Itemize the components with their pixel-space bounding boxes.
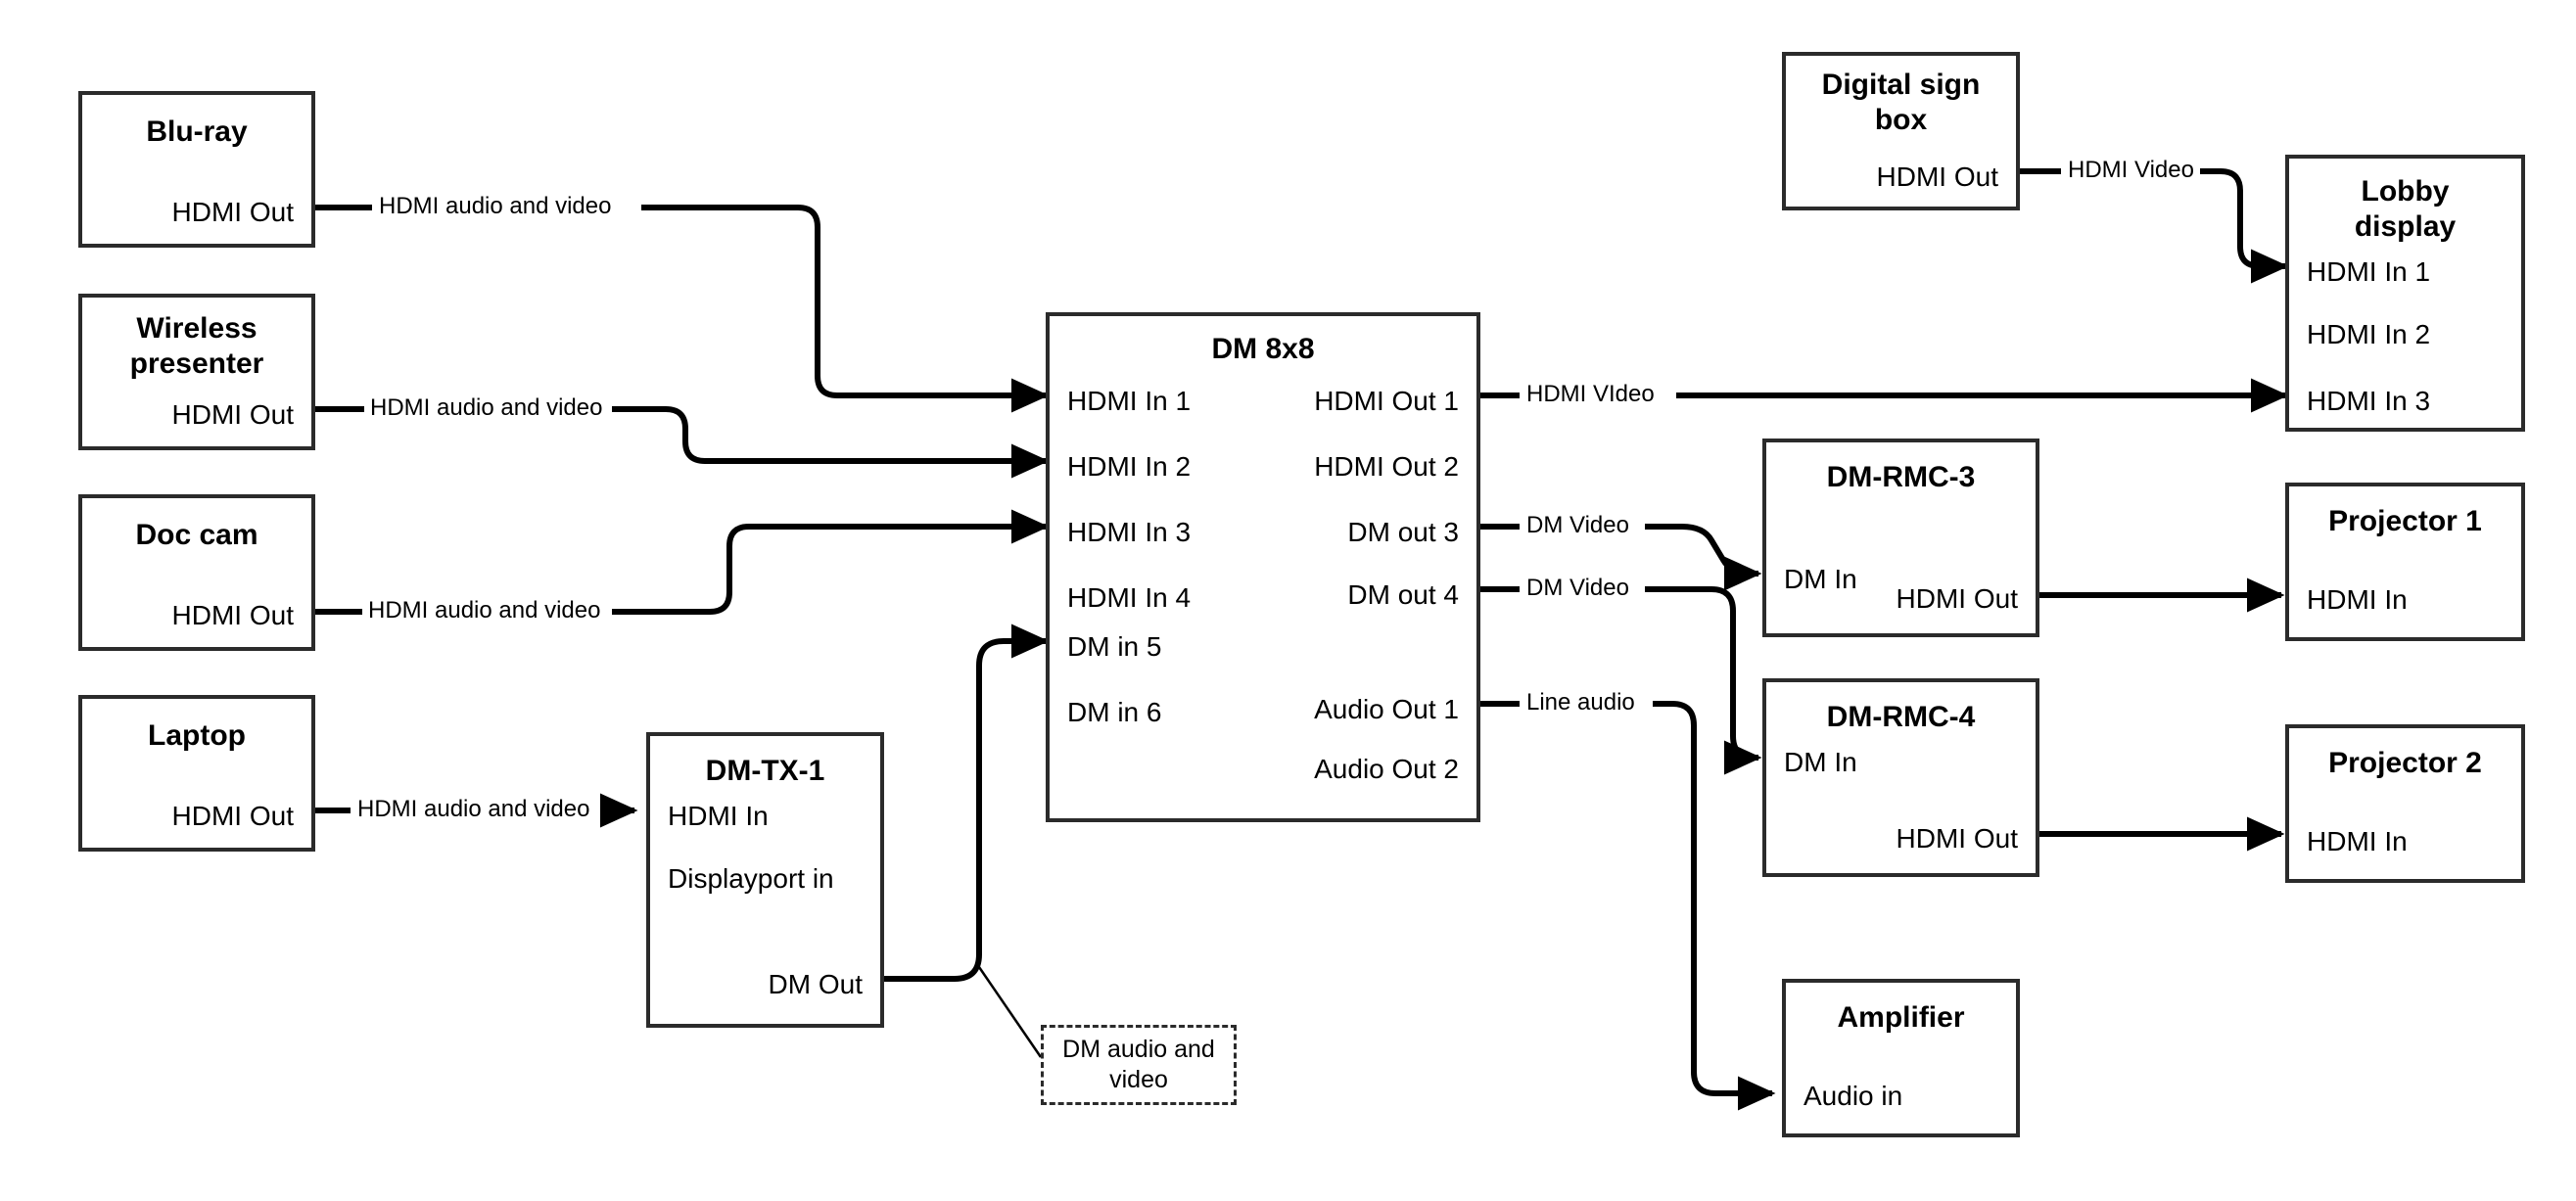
- edge-label-sign-to-lobby: HDMI Video: [2062, 159, 2200, 182]
- node-dm-rmc-4[interactable]: DM-RMC-4 DM In HDMI Out: [1762, 678, 2039, 877]
- edge-label-bluray-to-dm: HDMI audio and video: [373, 195, 618, 218]
- node-lobby-display-input-hdmi-in-3[interactable]: HDMI In 3: [2307, 386, 2431, 416]
- node-dm-rmc-3-port-dm-in[interactable]: DM In: [1784, 564, 1857, 594]
- node-projector-2-port-hdmi-in[interactable]: HDMI In: [2307, 826, 2408, 856]
- node-laptop-title: Laptop: [148, 719, 246, 752]
- callout-leader-line: [977, 966, 1043, 1058]
- node-bluray-title: Blu-ray: [146, 115, 248, 148]
- edge-label-dm-audio1-to-amp: Line audio: [1521, 691, 1641, 715]
- node-dm-tx-1-port-hdmi-in[interactable]: HDMI In: [668, 801, 769, 831]
- node-wireless-presenter[interactable]: Wireless presenter HDMI Out: [78, 294, 315, 450]
- node-amplifier-title: Amplifier: [1837, 1001, 1965, 1034]
- node-lobby-display-title-line2: display: [2354, 210, 2457, 243]
- node-digital-sign-box-title-line1: Digital sign: [1821, 69, 1981, 101]
- node-dm-rmc-3-title: DM-RMC-3: [1826, 461, 1976, 493]
- node-lobby-display-title-line1: Lobby: [2361, 175, 2450, 208]
- node-lobby-display-input-hdmi-in-2[interactable]: HDMI In 2: [2307, 319, 2431, 349]
- node-dm-8x8-input-hdmi-in-3[interactable]: HDMI In 3: [1067, 517, 1192, 547]
- node-dm-rmc-3[interactable]: DM-RMC-3 DM In HDMI Out: [1762, 439, 2039, 637]
- node-digital-sign-box-title-line2: box: [1874, 104, 1928, 136]
- node-dm-8x8-input-hdmi-in-2[interactable]: HDMI In 2: [1067, 451, 1192, 482]
- wire-sign-to-lobby-in1: [2020, 168, 2285, 266]
- node-dm-8x8-output-hdmi-out-2[interactable]: HDMI Out 2: [1314, 451, 1459, 482]
- node-dm-8x8-input-hdmi-in-1[interactable]: HDMI In 1: [1067, 386, 1192, 416]
- node-dm-8x8-output-dm-out-3[interactable]: DM out 3: [1347, 517, 1459, 547]
- node-projector-1-port-hdmi-in[interactable]: HDMI In: [2307, 584, 2408, 615]
- node-dm-rmc-3-port-hdmi-out[interactable]: HDMI Out: [1896, 583, 2018, 614]
- node-lobby-display[interactable]: Lobby display HDMI In 1 HDMI In 2 HDMI I…: [2285, 155, 2525, 432]
- node-doc-cam[interactable]: Doc cam HDMI Out: [78, 494, 315, 651]
- node-bluray[interactable]: Blu-ray HDMI Out: [78, 91, 315, 248]
- node-laptop-port-hdmi-out[interactable]: HDMI Out: [171, 801, 294, 831]
- node-dm-8x8-input-hdmi-in-4[interactable]: HDMI In 4: [1067, 582, 1192, 613]
- wire-bluray-to-dm-in1: [315, 205, 1046, 395]
- node-amplifier-port-audio-in[interactable]: Audio in: [1803, 1081, 1903, 1111]
- node-projector-2-title: Projector 2: [2328, 747, 2482, 779]
- node-dm-tx-1-title: DM-TX-1: [705, 755, 825, 787]
- node-dm-8x8[interactable]: DM 8x8 HDMI In 1 HDMI In 2 HDMI In 3 HDM…: [1046, 312, 1480, 822]
- node-dm-tx-1-port-dm-out[interactable]: DM Out: [768, 969, 863, 999]
- node-dm-8x8-title: DM 8x8: [1211, 333, 1315, 365]
- edge-label-wireless-to-dm: HDMI audio and video: [364, 396, 609, 420]
- node-dm-8x8-output-audio-out-1[interactable]: Audio Out 1: [1314, 694, 1459, 724]
- edge-label-doccam-to-dm: HDMI audio and video: [362, 599, 607, 623]
- node-lobby-display-input-hdmi-in-1[interactable]: HDMI In 1: [2307, 256, 2431, 287]
- callout-line2: video: [1109, 1066, 1168, 1093]
- edge-label-dm-out1-to-lobby: HDMI VIdeo: [1521, 383, 1661, 406]
- node-dm-8x8-output-dm-out-4[interactable]: DM out 4: [1347, 579, 1459, 610]
- node-projector-1-title: Projector 1: [2328, 505, 2482, 537]
- node-dm-8x8-input-dm-in-6[interactable]: DM in 6: [1067, 697, 1162, 727]
- node-doc-cam-port-hdmi-out[interactable]: HDMI Out: [171, 600, 294, 630]
- node-doc-cam-title: Doc cam: [135, 519, 258, 551]
- node-digital-sign-box-port-hdmi-out[interactable]: HDMI Out: [1876, 162, 1998, 192]
- node-wireless-presenter-title-line2: presenter: [129, 347, 264, 380]
- edge-label-dm-out3-to-rmc3: DM Video: [1521, 514, 1635, 537]
- callout-dm-audio-and-video: DM audio and video: [1041, 1025, 1237, 1105]
- node-dm-8x8-output-hdmi-out-1[interactable]: HDMI Out 1: [1314, 386, 1459, 416]
- edge-label-dm-out4-to-rmc4: DM Video: [1521, 577, 1635, 600]
- node-dm-tx-1[interactable]: DM-TX-1 HDMI In Displayport in DM Out: [646, 732, 884, 1028]
- node-dm-rmc-4-title: DM-RMC-4: [1826, 701, 1976, 733]
- node-dm-8x8-output-audio-out-2[interactable]: Audio Out 2: [1314, 754, 1459, 784]
- node-projector-2[interactable]: Projector 2 HDMI In: [2285, 724, 2525, 883]
- node-wireless-presenter-port-hdmi-out[interactable]: HDMI Out: [171, 399, 294, 430]
- edge-label-laptop-to-dmtx: HDMI audio and video: [351, 798, 596, 821]
- node-dm-rmc-4-port-dm-in[interactable]: DM In: [1784, 747, 1857, 777]
- node-projector-1[interactable]: Projector 1 HDMI In: [2285, 483, 2525, 641]
- node-bluray-port-hdmi-out[interactable]: HDMI Out: [171, 197, 294, 227]
- wire-dm-out4-to-rmc4-in: [1480, 586, 1758, 758]
- node-amplifier[interactable]: Amplifier Audio in: [1782, 979, 2020, 1137]
- node-dm-rmc-4-port-hdmi-out[interactable]: HDMI Out: [1896, 823, 2018, 854]
- node-dm-tx-1-port-displayport-in[interactable]: Displayport in: [668, 863, 834, 894]
- callout-line1: DM audio and: [1062, 1035, 1215, 1063]
- node-wireless-presenter-title-line1: Wireless: [136, 312, 258, 345]
- node-laptop[interactable]: Laptop HDMI Out: [78, 695, 315, 852]
- wire-dmtx-out-to-dm-in5: [884, 624, 1050, 982]
- node-digital-sign-box[interactable]: Digital sign box HDMI Out: [1782, 52, 2020, 210]
- node-dm-8x8-input-dm-in-5[interactable]: DM in 5: [1067, 631, 1162, 662]
- wire-dm-audio1-to-amplifier: [1480, 701, 1772, 1093]
